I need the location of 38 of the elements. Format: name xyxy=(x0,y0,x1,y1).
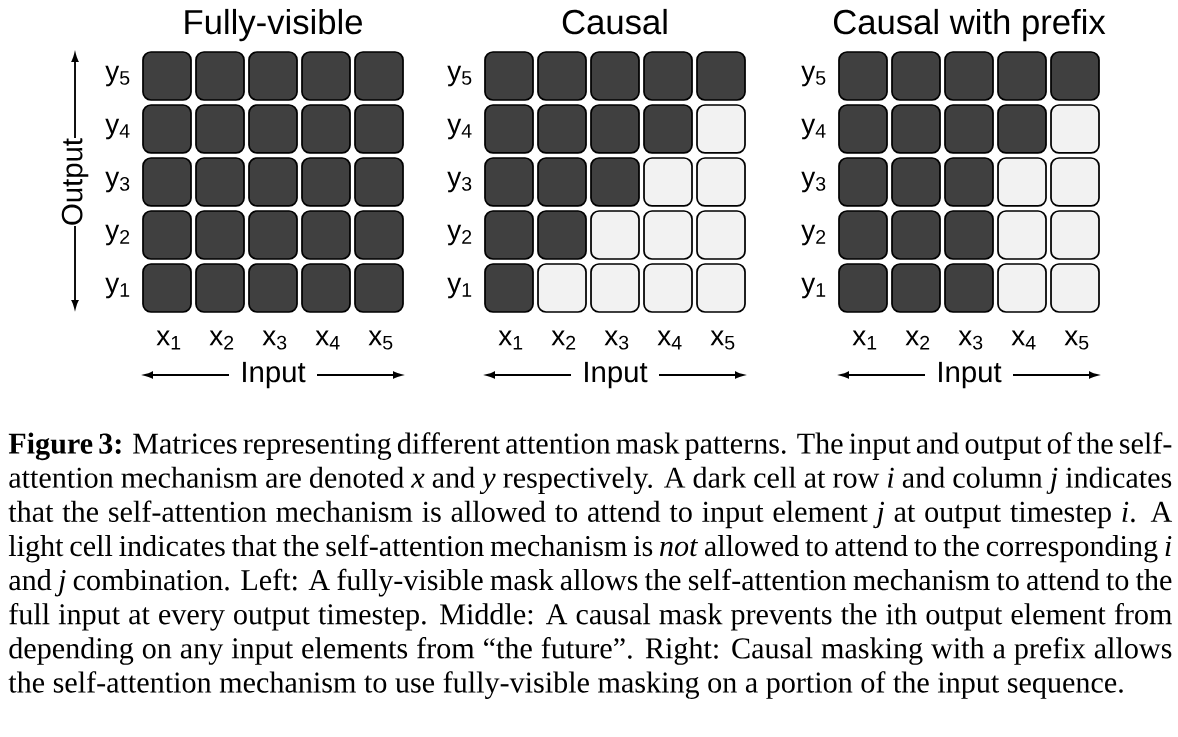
matrix-title: Causal with prefix xyxy=(833,8,1106,42)
axis-label: Output xyxy=(61,138,89,225)
row-label: y$_{2}$ xyxy=(447,224,472,246)
column-label: x$_{3}$ xyxy=(262,330,287,350)
row-label: y$_{4}$ xyxy=(447,118,472,140)
column-label: x$_{4}$ xyxy=(657,330,682,350)
row-label: y$_{3}$ xyxy=(105,171,130,193)
row-label: y$_{4}$ xyxy=(801,118,826,140)
axis-label: Input xyxy=(939,361,1002,389)
column-label: x$_{3}$ xyxy=(604,330,629,350)
column-label: x$_{1}$ xyxy=(498,330,523,350)
column-label: x$_{1}$ xyxy=(156,330,181,350)
column-label: x$_{5}$ xyxy=(368,330,393,350)
column-label: x$_{5}$ xyxy=(710,330,735,350)
column-label: x$_{5}$ xyxy=(1064,330,1089,350)
matrix-title: Causal xyxy=(562,8,667,35)
row-label: y$_{2}$ xyxy=(801,224,826,246)
row-label: y$_{1}$ xyxy=(105,277,130,299)
matrix-title: Fully-visible xyxy=(185,8,362,42)
column-label: x$_{3}$ xyxy=(958,330,983,350)
column-label: x$_{2}$ xyxy=(905,330,930,350)
column-label: x$_{4}$ xyxy=(1011,330,1036,350)
column-label: x$_{4}$ xyxy=(315,330,340,350)
row-label: y$_{4}$ xyxy=(105,118,130,140)
column-label: x$_{2}$ xyxy=(209,330,234,350)
axis-label: Input xyxy=(585,361,648,389)
row-label: y$_{1}$ xyxy=(801,277,826,299)
row-label: y$_{3}$ xyxy=(447,171,472,193)
column-label: x$_{2}$ xyxy=(551,330,576,350)
column-label: x$_{1}$ xyxy=(852,330,877,350)
axis-label: Input xyxy=(243,361,306,389)
row-label: y$_{5}$ xyxy=(801,65,826,87)
row-label: y$_{1}$ xyxy=(447,277,472,299)
row-label: y$_{5}$ xyxy=(105,65,130,87)
row-label: y$_{5}$ xyxy=(447,65,472,87)
row-label: y$_{3}$ xyxy=(801,171,826,193)
row-label: y$_{2}$ xyxy=(105,224,130,246)
figure-caption: Figure 3: Matrices representing different attention mask patterns. The input and output of the self-attention mechanism are denoted x and y respectively. A dark cell at row i and columnj indicates that the self-attention mechanism is allowed to attend to input element j at output timestep i. A light cell indicates that the self-attention mechanism is not allowed to attend to the corresponding i andj combination. Left: A fully-visible mask allows the self-attention mechanism to attend to the full input at every output timestep. Middle: A causal mask prevents the ith output element from depending on any input elements from “the future”. Right: Causal masking with a prefix allows the self-attention mechanism to use fully-visible masking on a portion of the input sequence. xyxy=(8,432,1173,699)
